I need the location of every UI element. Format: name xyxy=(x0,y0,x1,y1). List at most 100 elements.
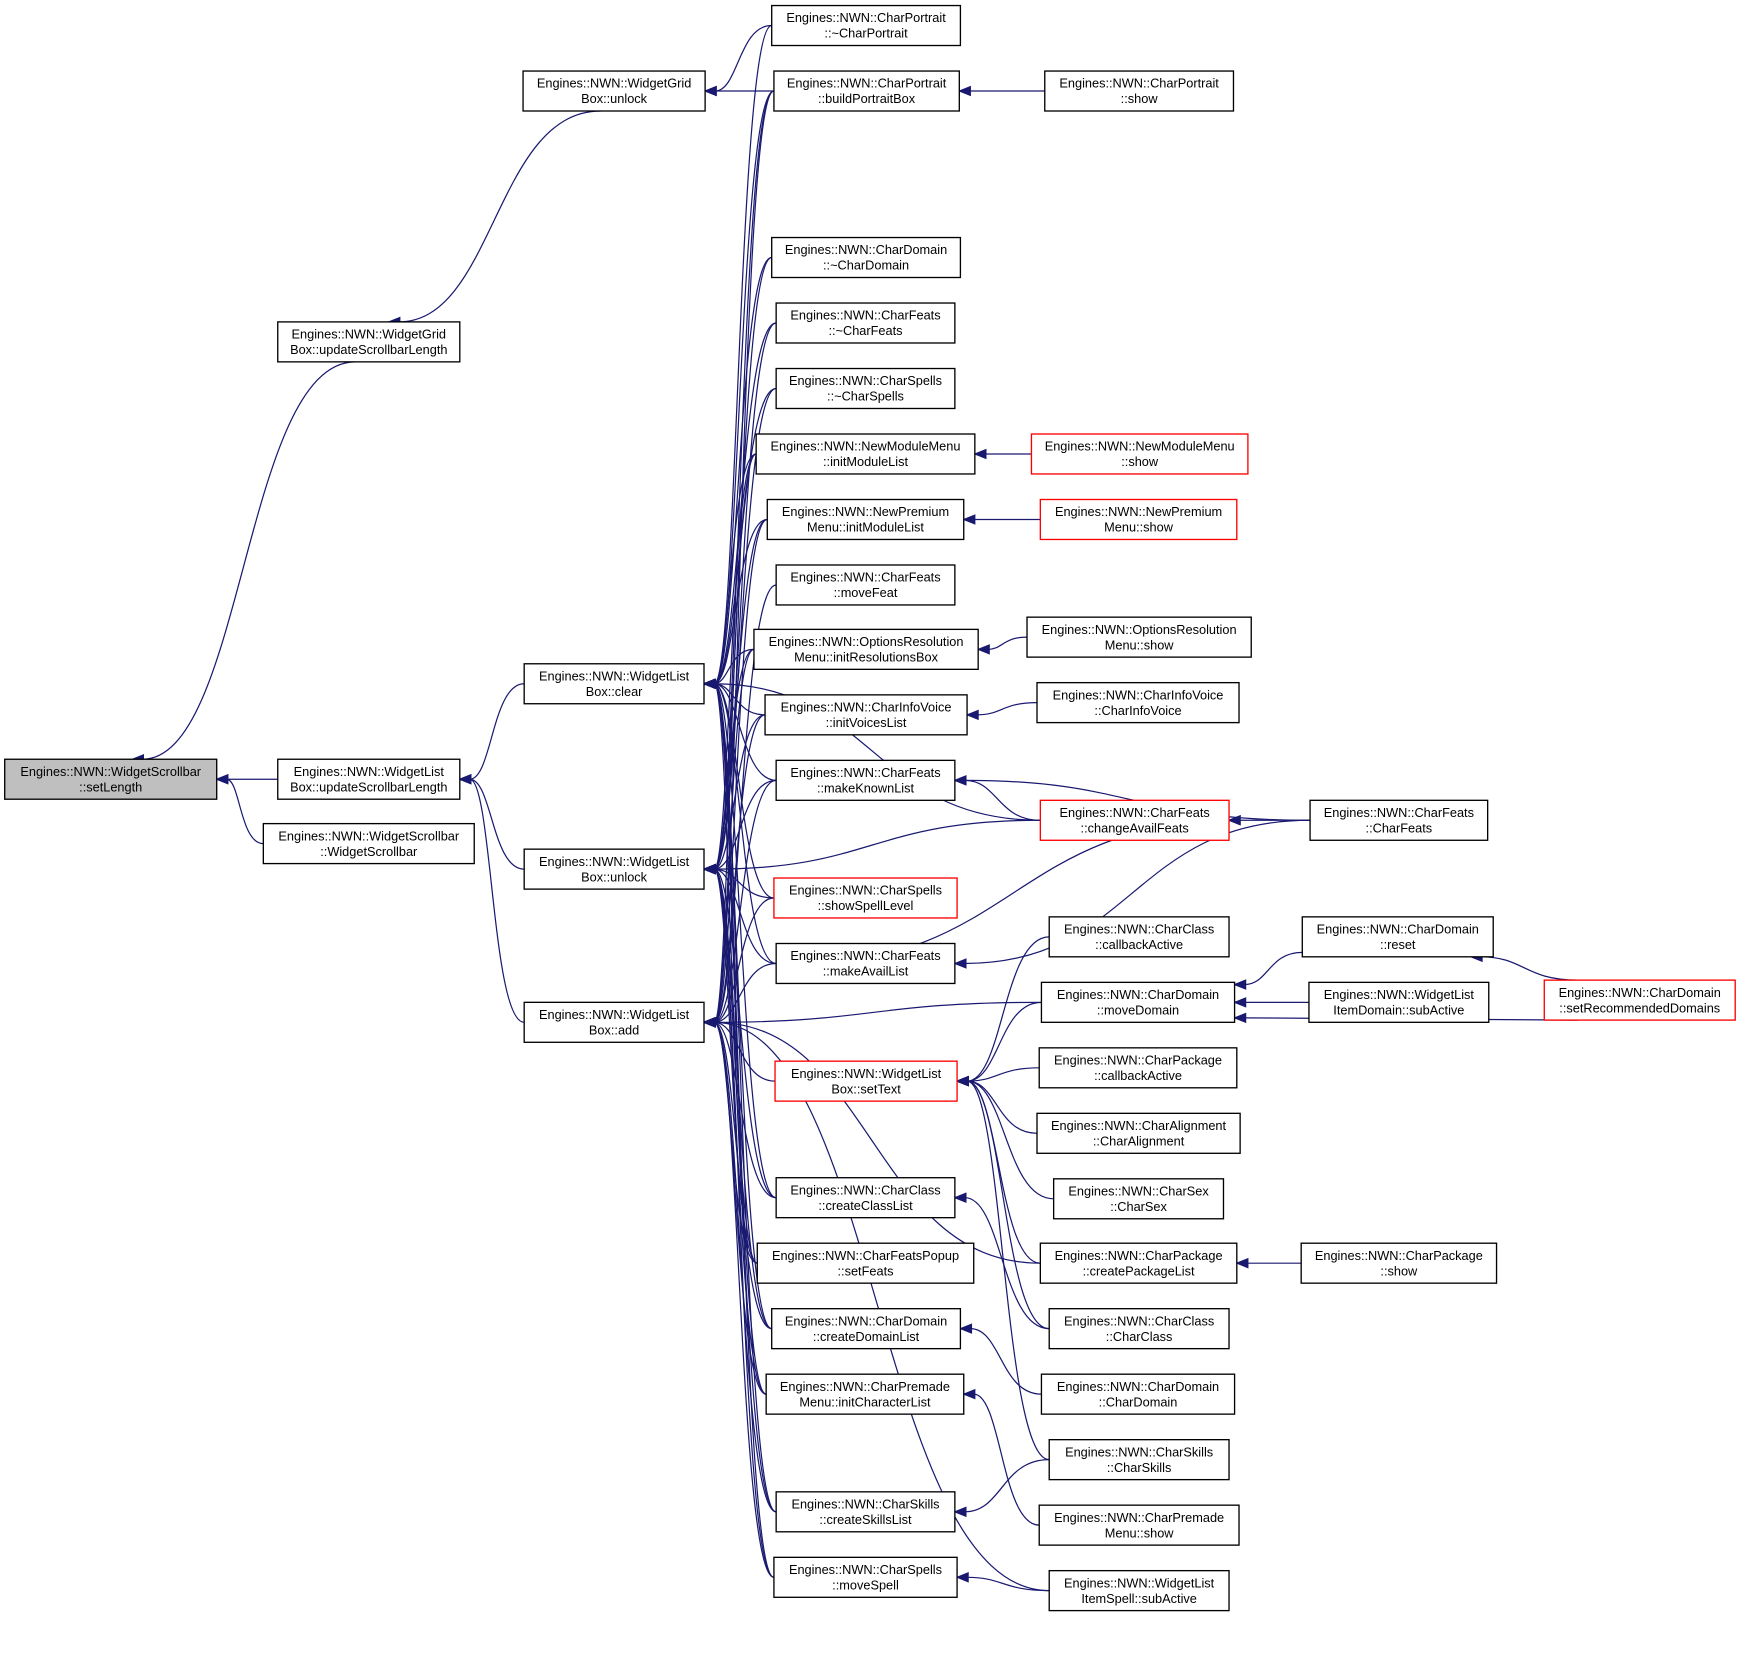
node-charinfovoice-initvoiceslist[interactable]: Engines::NWN::CharInfoVoice::initVoicesL… xyxy=(764,694,968,736)
node-charpremademenu-initcharacterlist[interactable]: Engines::NWN::CharPremadeMenu::initChara… xyxy=(765,1373,965,1415)
node-widgetlistitemspell-subactive[interactable]: Engines::NWN::WidgetListItemSpell::subAc… xyxy=(1048,1569,1230,1612)
node-label-line1: Engines::NWN::CharAlignment xyxy=(1051,1118,1226,1133)
call-edge xyxy=(713,897,774,1023)
node-widgetscrollbar-setlength[interactable]: Engines::NWN::WidgetScrollbar::setLength xyxy=(4,758,218,800)
arrowhead-icon xyxy=(953,1192,967,1203)
node-charfeats-changeavailfeats[interactable]: Engines::NWN::CharFeats::changeAvailFeat… xyxy=(1039,799,1230,841)
node-chardomain-movedomain[interactable]: Engines::NWN::CharDomain::moveDomain xyxy=(1040,981,1236,1023)
node-charskills-charskills[interactable]: Engines::NWN::CharSkills::CharSkills xyxy=(1048,1439,1230,1481)
node-charportrait-buildportraitbox[interactable]: Engines::NWN::CharPortrait::buildPortrai… xyxy=(773,70,960,112)
call-edge xyxy=(713,962,777,1023)
node-label-line1: Engines::NWN::CharPackage xyxy=(1055,1248,1223,1263)
node-newpremiummenu-initmodulelist[interactable]: Engines::NWN::NewPremiumMenu::initModule… xyxy=(766,498,965,541)
node-charfeats-movefeat[interactable]: Engines::NWN::CharFeats::moveFeat xyxy=(775,564,956,606)
node-charspells-movespell[interactable]: Engines::NWN::CharSpells::moveSpell xyxy=(773,1556,958,1598)
arrowhead-icon xyxy=(973,448,987,460)
call-edge xyxy=(713,868,758,1264)
arrowhead-icon xyxy=(1235,1257,1249,1269)
node-widgetgridbox-updatescrollbarlength[interactable]: Engines::NWN::WidgetGridBox::updateScrol… xyxy=(277,321,461,363)
node-chardomain-createdomainlist[interactable]: Engines::NWN::CharDomain::createDomainLi… xyxy=(771,1308,962,1350)
node-label-line1: Engines::NWN::CharPremade xyxy=(1054,1510,1224,1525)
call-edge xyxy=(469,778,525,870)
node-charpackage-createpackagelist[interactable]: Engines::NWN::CharPackage::createPackage… xyxy=(1039,1242,1238,1284)
node-widgetlistitemdomain-subactive[interactable]: Engines::NWN::WidgetListItemDomain::subA… xyxy=(1308,981,1490,1023)
node-box xyxy=(775,367,956,410)
node-label-line1: Engines::NWN::WidgetScrollbar xyxy=(20,764,201,779)
node-box xyxy=(1301,916,1494,958)
node-label-line1: Engines::NWN::CharDomain xyxy=(1057,1379,1219,1394)
node-widgetlistbox-updatescrollbarlength[interactable]: Engines::NWN::WidgetListBox::updateScrol… xyxy=(277,758,461,800)
node-label-line2: ::showSpellLevel xyxy=(818,898,914,913)
node-label-line2: ::makeAvailList xyxy=(823,964,909,979)
node-charportrait-show[interactable]: Engines::NWN::CharPortrait::show xyxy=(1044,70,1235,112)
node-chardomain-chardomain[interactable]: Engines::NWN::CharDomain::~CharDomain xyxy=(771,236,962,279)
node-label-line1: Engines::NWN::CharFeats xyxy=(1324,805,1474,820)
node-charclass-callbackactive[interactable]: Engines::NWN::CharClass::callbackActive xyxy=(1048,916,1230,958)
call-edge xyxy=(713,453,757,685)
node-box xyxy=(1039,498,1238,541)
node-charclass-createclasslist[interactable]: Engines::NWN::CharClass::createClassList xyxy=(775,1177,956,1219)
node-charfeats-charfeats[interactable]: Engines::NWN::CharFeats::~CharFeats xyxy=(775,302,956,344)
call-edge xyxy=(713,868,777,1513)
node-box xyxy=(1052,1178,1225,1220)
node-charalignment-charalignment[interactable]: Engines::NWN::CharAlignment::CharAlignme… xyxy=(1036,1112,1241,1154)
call-edge xyxy=(964,819,1311,965)
node-box xyxy=(1030,433,1249,475)
node-charfeatspopup-setfeats[interactable]: Engines::NWN::CharFeatsPopup::setFeats xyxy=(756,1242,975,1284)
call-edge xyxy=(715,24,772,92)
arrowhead-icon xyxy=(702,1017,716,1028)
node-charpackage-callbackactive[interactable]: Engines::NWN::CharPackage::callbackActiv… xyxy=(1038,1047,1238,1089)
node-widgetscrollbar-widgetscrollbar[interactable]: Engines::NWN::WidgetScrollbar::WidgetScr… xyxy=(262,822,475,865)
call-edge xyxy=(713,779,777,870)
node-label-line1: Engines::NWN::WidgetList xyxy=(1064,1575,1215,1590)
node-optionsresolutionmenu-initresolutionsbox[interactable]: Engines::NWN::OptionsResolutionMenu::ini… xyxy=(753,628,979,670)
node-charfeats-makeknownlist[interactable]: Engines::NWN::CharFeats::makeKnownList xyxy=(775,759,956,801)
node-charinfovoice-charinfovoice[interactable]: Engines::NWN::CharInfoVoice::CharInfoVoi… xyxy=(1036,681,1240,724)
node-label-line1: Engines::NWN::CharFeats xyxy=(790,765,940,780)
node-chardomain-setrecommendeddomains[interactable]: Engines::NWN::CharDomain::setRecommended… xyxy=(1543,979,1736,1021)
node-label-line2: Box::updateScrollbarLength xyxy=(290,779,447,794)
node-optionsresolutionmenu-show[interactable]: Engines::NWN::OptionsResolutionMenu::sho… xyxy=(1026,616,1252,658)
arrowhead-icon xyxy=(1233,979,1247,990)
call-edge xyxy=(713,1021,777,1199)
node-chardomain-chardomain[interactable]: Engines::NWN::CharDomain::CharDomain xyxy=(1040,1373,1236,1415)
node-box xyxy=(771,1308,962,1350)
node-label-line1: Engines::NWN::WidgetGrid xyxy=(537,76,691,91)
node-charspells-showspelllevel[interactable]: Engines::NWN::CharSpells::showSpellLevel xyxy=(773,877,958,919)
node-box xyxy=(753,628,979,670)
node-charclass-charclass[interactable]: Engines::NWN::CharClass::CharClass xyxy=(1048,1308,1230,1350)
node-box xyxy=(522,70,706,112)
node-chardomain-reset[interactable]: Engines::NWN::CharDomain::reset xyxy=(1301,916,1494,958)
call-edge xyxy=(1244,951,1303,986)
call-edge xyxy=(713,868,774,899)
call-edge xyxy=(967,1080,1054,1200)
node-newmodulemenu-initmodulelist[interactable]: Engines::NWN::NewModuleMenu::initModuleL… xyxy=(755,433,976,475)
node-charskills-createskillslist[interactable]: Engines::NWN::CharSkills::createSkillsLi… xyxy=(775,1491,956,1533)
node-charpackage-show[interactable]: Engines::NWN::CharPackage::show xyxy=(1300,1242,1498,1284)
node-charfeats-makeavaillist[interactable]: Engines::NWN::CharFeats::makeAvailList xyxy=(775,942,956,985)
node-charportrait-charportrait[interactable]: Engines::NWN::CharPortrait::~CharPortrai… xyxy=(771,4,962,47)
call-edge xyxy=(977,702,1038,716)
nodes-layer: Engines::NWN::WidgetScrollbar::setLength… xyxy=(4,4,1736,1612)
node-box xyxy=(1036,681,1240,724)
node-box xyxy=(4,758,218,800)
node-charspells-charspells[interactable]: Engines::NWN::CharSpells::~CharSpells xyxy=(775,367,956,410)
node-newmodulemenu-show[interactable]: Engines::NWN::NewModuleMenu::show xyxy=(1030,433,1249,475)
node-label-line1: Engines::NWN::OptionsResolution xyxy=(1042,622,1237,637)
node-charfeats-charfeats[interactable]: Engines::NWN::CharFeats::CharFeats xyxy=(1309,799,1489,841)
node-box xyxy=(523,848,705,890)
node-box xyxy=(774,1060,958,1102)
call-edge xyxy=(713,1021,776,1082)
arrowhead-icon xyxy=(215,773,229,785)
arrowhead-icon xyxy=(953,958,967,969)
call-edge xyxy=(967,1001,1042,1082)
node-charsex-charsex[interactable]: Engines::NWN::CharSex::CharSex xyxy=(1052,1178,1225,1220)
call-edge xyxy=(713,868,777,965)
